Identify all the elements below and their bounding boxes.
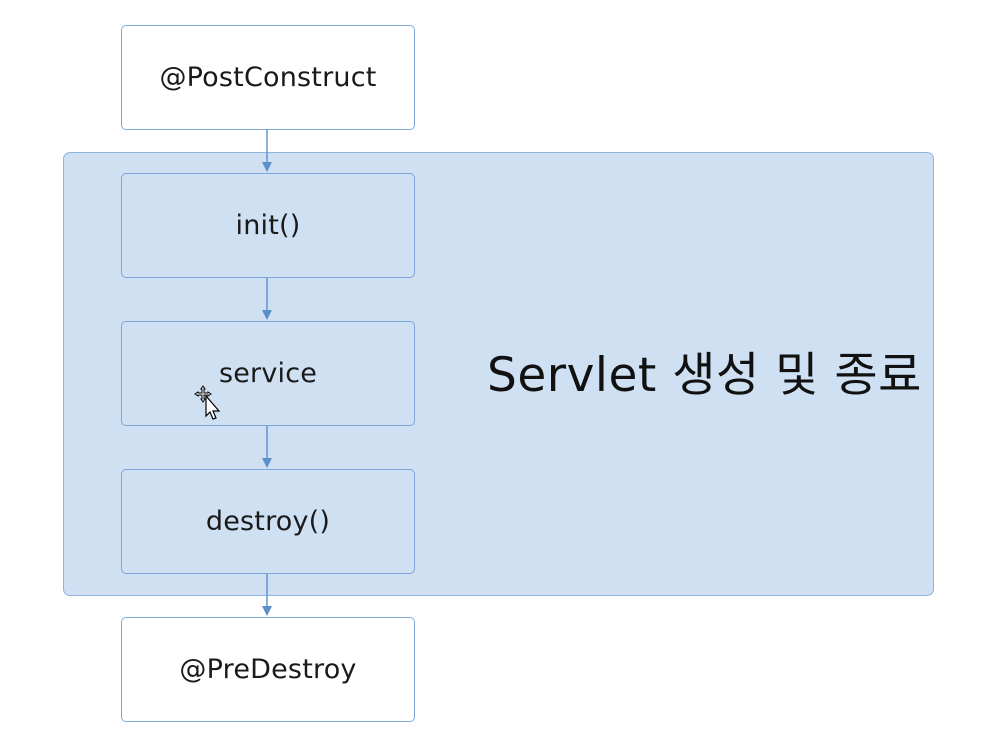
arrowhead-4 bbox=[262, 606, 272, 616]
step-post-construct: @PostConstruct bbox=[121, 25, 415, 130]
step-pre-destroy: @PreDestroy bbox=[121, 617, 415, 722]
step-destroy: destroy() bbox=[121, 469, 415, 574]
step-init: init() bbox=[121, 173, 415, 278]
move-cursor-icon bbox=[194, 385, 221, 420]
container-title: Servlet 생성 및 종료 bbox=[487, 348, 922, 403]
step-service: service bbox=[121, 321, 415, 426]
